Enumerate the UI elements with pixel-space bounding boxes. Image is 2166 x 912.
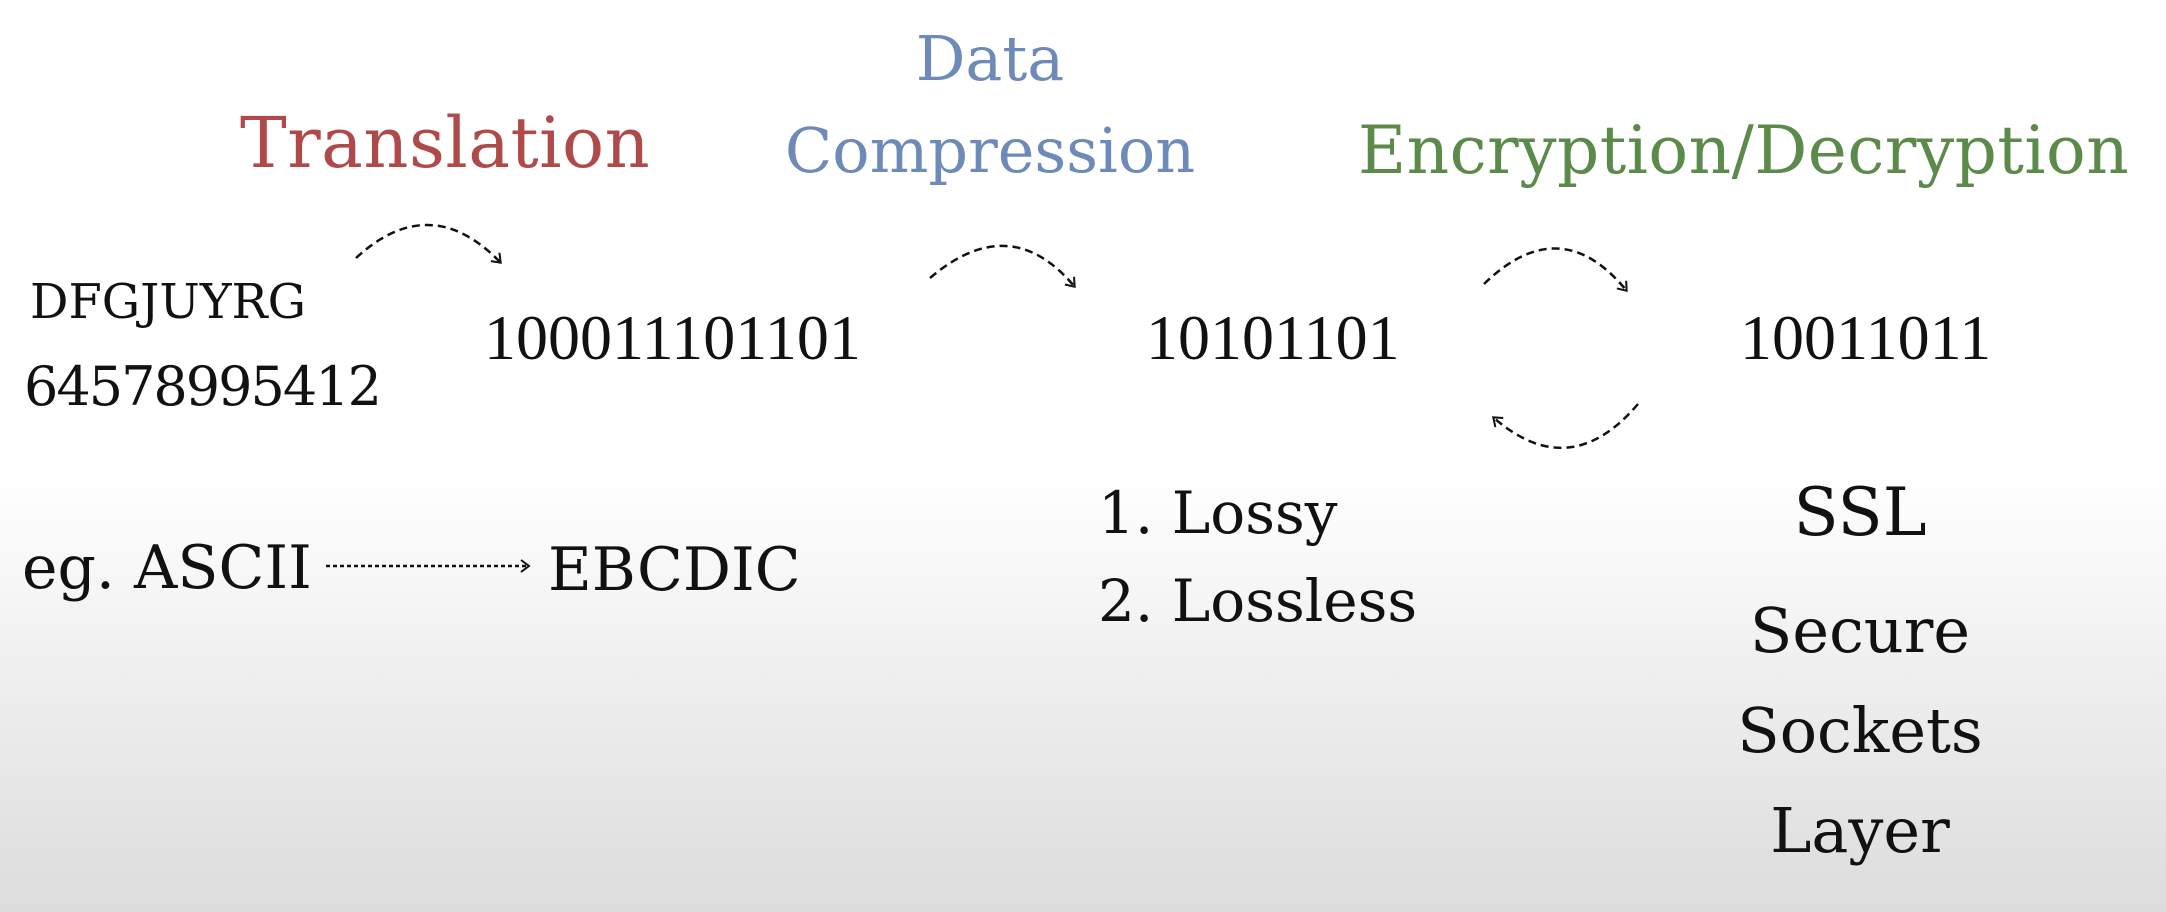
compression-output-binary: 10101101 [1146, 302, 1400, 373]
translation-example-ebcdic: EBCDIC [548, 535, 801, 605]
translation-example-ascii: eg. ASCII [22, 533, 312, 603]
ssl-full-secure: Secure [1749, 594, 1971, 667]
data-compression-heading-line2: Compression [784, 114, 1196, 187]
ssl-full-sockets: Sockets [1737, 694, 1983, 767]
encryption-forward-arrow [1483, 247, 1628, 293]
encryption-output-binary: 10011011 [1740, 302, 1992, 373]
data-compression-heading-line1: Data [915, 22, 1065, 95]
translation-input-letters: DFGJUYRG [30, 274, 306, 330]
compression-type-lossless: 2. Lossless [1098, 567, 1418, 635]
translation-output-binary: 100011101101 [484, 302, 861, 373]
compression-curved-arrow [929, 244, 1076, 289]
ssl-full-layer: Layer [1770, 794, 1950, 867]
ssl-label: SSL [1793, 474, 1927, 551]
translation-input-digits: 64578995412 [24, 355, 382, 418]
decryption-back-arrow [1491, 403, 1639, 450]
encryption-decryption-heading: Encryption/Decryption [1358, 112, 2130, 189]
translation-curved-arrow [355, 223, 502, 264]
compression-type-lossy: 1. Lossy [1098, 479, 1338, 547]
translation-heading: Translation [240, 102, 651, 184]
